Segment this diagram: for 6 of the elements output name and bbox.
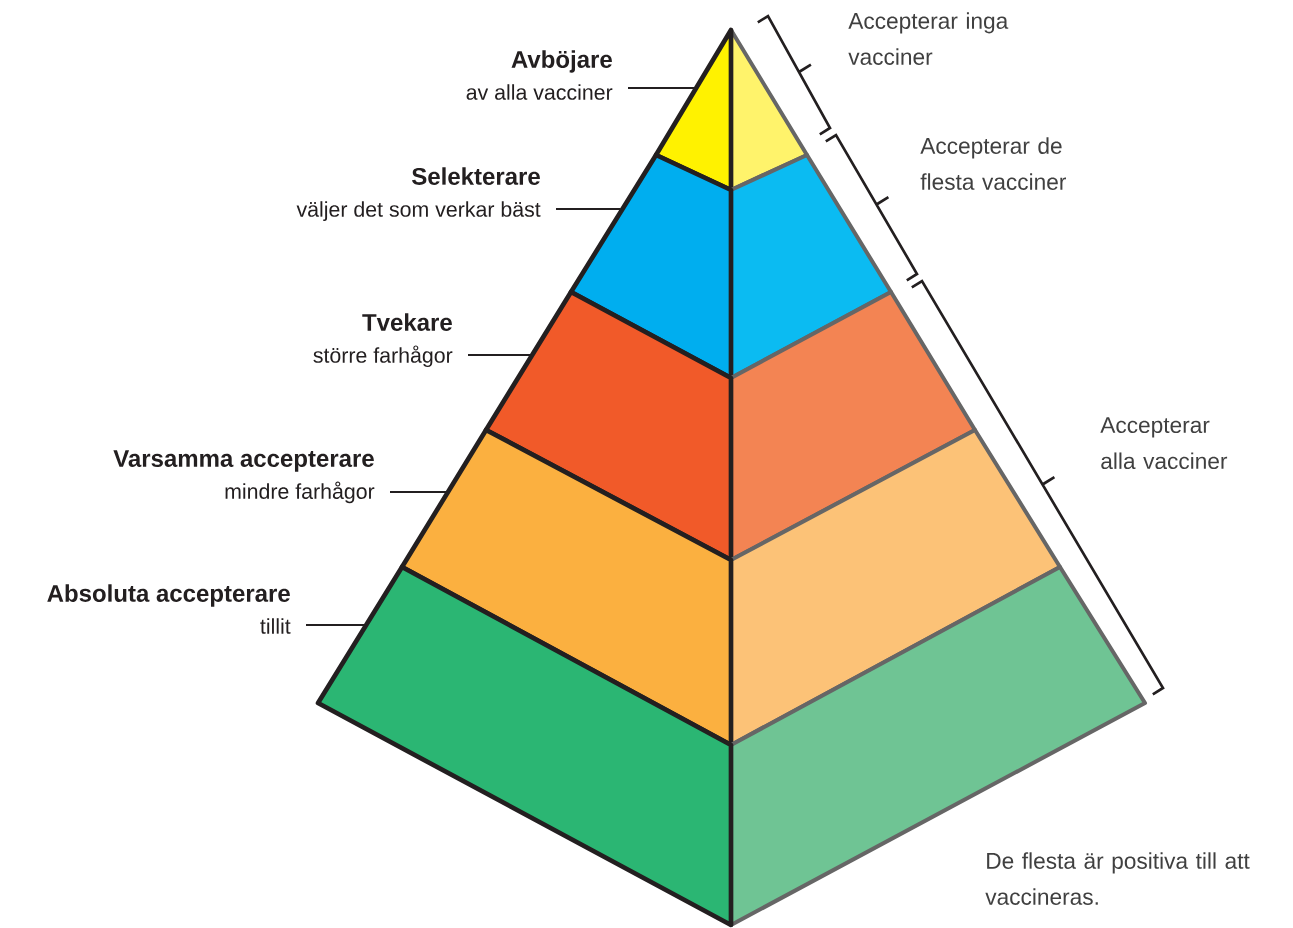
layer-label: Absoluta accepterare tillit — [47, 584, 291, 634]
layer-label: Selekterare väljer det som verkar bäst — [296, 167, 541, 222]
layer-label: Avböjare av alla vacciner — [466, 50, 613, 100]
layer-label: Tvekare större farhågor — [313, 313, 453, 368]
note-text: De flesta är positiva till att vaccineras. — [985, 852, 1250, 905]
layer-label: Varsamma accepterare mindre farhågor — [113, 450, 375, 504]
